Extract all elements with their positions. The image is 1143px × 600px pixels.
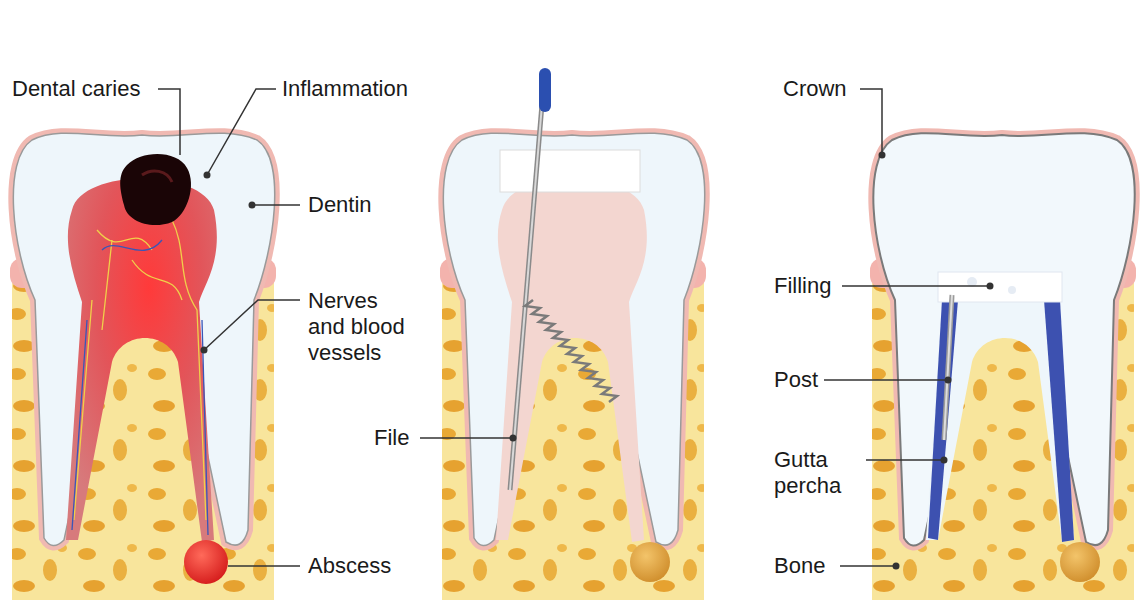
- part-label: Dental caries: [12, 76, 140, 102]
- part-label: Post: [774, 367, 818, 393]
- part-label: Abscess: [308, 553, 391, 579]
- part-label: Gutta percha: [774, 447, 862, 499]
- part-label: File: [374, 425, 409, 451]
- part-label: Crown: [783, 76, 847, 102]
- leader-dots: [201, 152, 994, 570]
- part-label: Filling: [774, 273, 831, 299]
- part-label: Inflammation: [282, 76, 408, 102]
- diseased-tooth: [10, 133, 276, 600]
- part-label: Dentin: [308, 192, 372, 218]
- part-label: Bone: [774, 553, 825, 579]
- cleaned-tooth: [440, 68, 706, 600]
- part-label: Nerves and blood vessels: [308, 288, 414, 366]
- leader-lines: [158, 89, 990, 566]
- restored-tooth: [870, 133, 1136, 600]
